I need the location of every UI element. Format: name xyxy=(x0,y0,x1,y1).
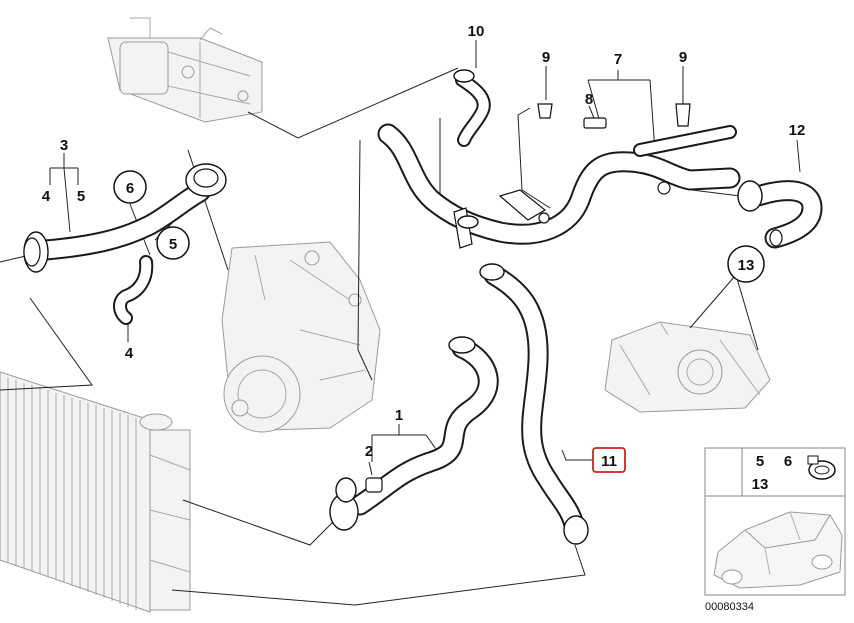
circled-callout-5[interactable]: 5 xyxy=(156,226,190,260)
screw-9-left[interactable] xyxy=(537,103,553,119)
small-parts xyxy=(537,103,691,195)
callout-10[interactable]: 10 xyxy=(468,23,485,40)
callout-9-right[interactable]: 9 xyxy=(679,49,687,66)
callout-12[interactable]: 12 xyxy=(789,122,806,139)
callout-4-top[interactable]: 4 xyxy=(42,188,51,205)
legend-label-13: 13 xyxy=(752,476,769,493)
pump-housing-ghost xyxy=(604,321,771,413)
highlighted-callout-11[interactable]: 11 xyxy=(592,447,626,473)
hose-1[interactable] xyxy=(329,336,499,531)
callout-4-bottom[interactable]: 4 xyxy=(125,345,134,362)
car-silhouette-icon xyxy=(713,511,843,589)
circled-callout-6[interactable]: 6 xyxy=(113,170,147,204)
callout-2[interactable]: 2 xyxy=(365,443,373,460)
thermostat-housing-ghost xyxy=(107,17,263,123)
hose-3[interactable] xyxy=(23,163,227,273)
callout-3[interactable]: 3 xyxy=(60,137,68,154)
callout-1[interactable]: 1 xyxy=(395,407,403,424)
radiator-ghost xyxy=(0,371,191,613)
screw-9-right[interactable] xyxy=(675,103,691,127)
callout-7[interactable]: 7 xyxy=(614,51,622,68)
legend-label-5: 5 xyxy=(756,453,764,470)
reference-box: 5 6 13 xyxy=(704,447,846,596)
callouts: 1 2 3 4 5 4 10 9 7 9 8 12 xyxy=(42,23,806,460)
svg-text:5: 5 xyxy=(169,236,177,253)
callout-5-top[interactable]: 5 xyxy=(77,188,85,205)
legend-label-6: 6 xyxy=(784,453,792,470)
upper-hose-assembly[interactable] xyxy=(377,123,741,249)
diagram-id: 00080334 xyxy=(705,601,754,613)
water-pump-ghost xyxy=(221,241,381,433)
hose-4[interactable] xyxy=(113,255,154,325)
bolt-8[interactable] xyxy=(583,117,607,129)
leader-lines xyxy=(0,40,801,606)
hose-12[interactable] xyxy=(737,180,823,249)
svg-text:6: 6 xyxy=(126,180,134,197)
hose-11[interactable] xyxy=(479,263,589,545)
callout-8[interactable]: 8 xyxy=(585,91,593,108)
hose-clamp-icon xyxy=(807,455,836,480)
hose-10[interactable] xyxy=(453,69,491,147)
svg-text:11: 11 xyxy=(601,453,617,470)
svg-text:13: 13 xyxy=(738,257,755,274)
circled-callout-13[interactable]: 13 xyxy=(727,245,765,283)
callout-9-left[interactable]: 9 xyxy=(542,49,550,66)
